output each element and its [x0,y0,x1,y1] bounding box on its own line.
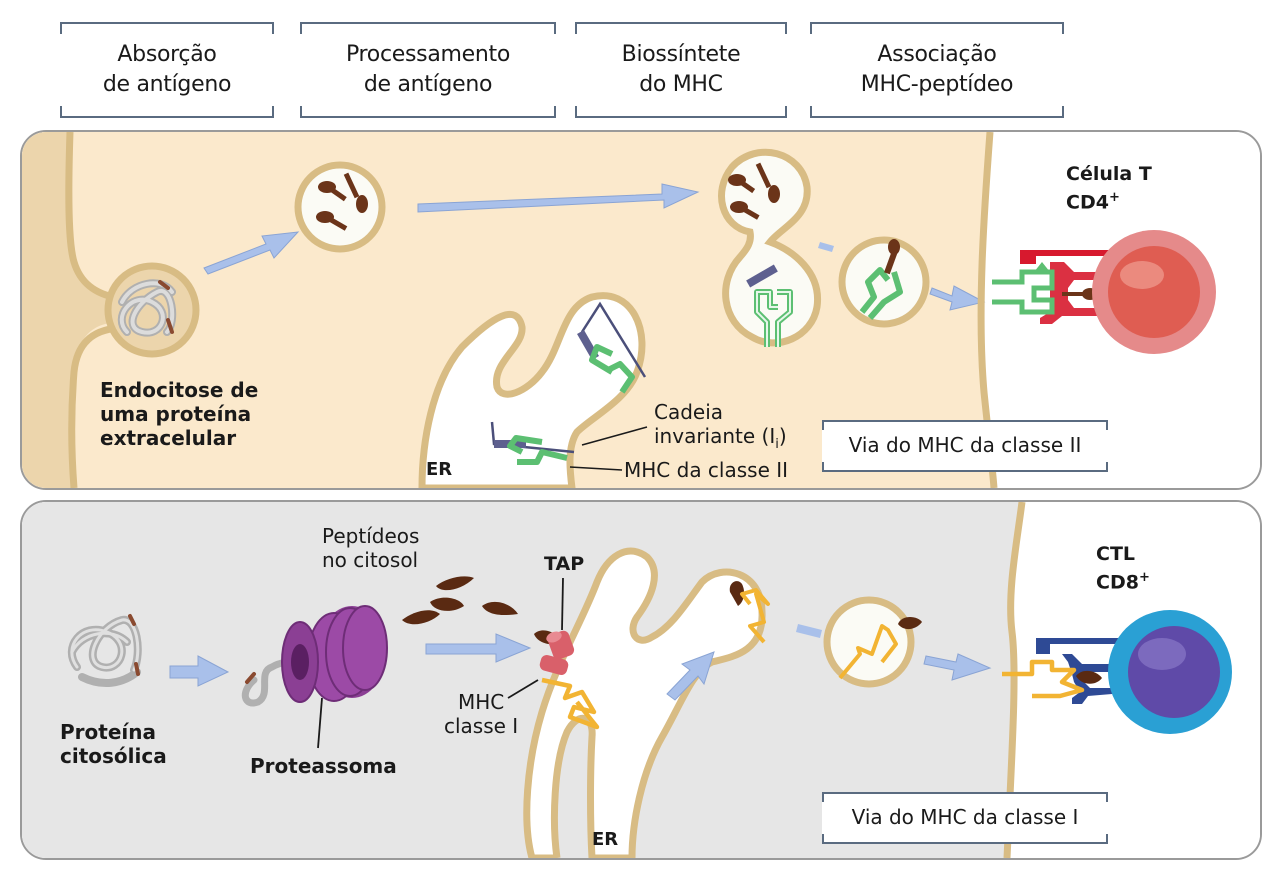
mhc-peptide-vesicle [823,596,915,688]
peptide-fragments-icon [316,172,368,231]
arrow-icon [796,624,822,638]
plasma-membrane [65,132,119,302]
arrow-icon [169,655,230,687]
tap-transporter-icon [539,630,575,676]
arrow-icon [417,183,700,213]
arrow-icon [818,242,834,252]
peptide-fragments-icon [728,162,780,220]
arrow-icon [923,653,992,681]
leader-line [569,466,623,471]
class-ii-illustration [22,132,1260,488]
invariant-chain-label: Cadeia invariante (Ii) [654,400,787,452]
leader-line [581,426,648,446]
tap-label: TAP [544,553,585,575]
stage-title-line2: do MHC [639,72,723,97]
endosome [294,161,386,253]
cytosolic-protein-label: Proteína citosólica [60,720,167,768]
endocytosis-label: Endocitose de uma proteína extracelular [100,378,259,450]
mhc-class-i-icon [740,588,770,644]
stage-title-line1: Absorção [117,42,217,67]
stage-header-antigen-uptake: Absorção de antígeno [60,22,274,118]
stage-title-line1: Associação [877,42,997,67]
arrow-icon [425,633,532,663]
stage-title-line2: de antígeno [102,72,232,97]
cell-cytoplasm [22,502,1022,858]
mhc-class-i-icon [838,624,898,680]
mhc-class-i-label: MHC classe I [444,690,519,738]
class-i-pathway-panel: Proteína citosólica Proteassoma Peptídeo… [20,500,1262,860]
leader-line [317,697,323,749]
fusing-vesicle [718,148,821,347]
class-ii-pathway-label: Via do MHC da classe II [822,420,1108,472]
mhc-class-ii-icon [859,267,903,320]
plasma-membrane [68,324,119,488]
er-fold [550,714,596,858]
plasma-membrane [1003,502,1026,858]
stage-title-line2: de antígeno [363,72,493,97]
arrow-icon [929,285,986,311]
stage-title-line1: Biossíntete [621,42,741,67]
proteasome-label: Proteassoma [250,754,397,778]
class-i-pathway-label: Via do MHC da classe I [822,792,1108,844]
er-label: ER [426,459,453,480]
cd8-ctl-label: CTL CD8+ [1096,543,1150,594]
peptides-label: Peptídeos no citosol [322,524,420,572]
stage-title-line2: MHC-peptídeo [860,72,1014,97]
mhc-peptide-vesicle [838,236,930,328]
class-ii-pathway-panel: Endocitose de uma proteína extracelular … [20,130,1262,490]
cd4-t-cell-label: Célula T CD4+ [1066,163,1152,214]
mhc-class-i-icon [541,677,600,730]
leader-line [561,577,564,631]
leader-line [507,679,539,699]
mhc-class-ii-label: MHC da classe II [624,458,789,482]
arrow-icon [666,651,715,701]
mhc-class-ii-icon [507,344,635,465]
invariant-chain-fragment [746,264,778,288]
stage-header-mhc-biosynthesis: Biossíntete do MHC [575,22,787,118]
stage-header-antigen-processing: Processamento de antígeno [300,22,556,118]
proteasome-icon [281,605,388,703]
er-label: ER [592,829,619,850]
arrow-icon [203,231,300,275]
stage-title-line1: Processamento [345,42,511,67]
extracellular-space [22,132,122,488]
